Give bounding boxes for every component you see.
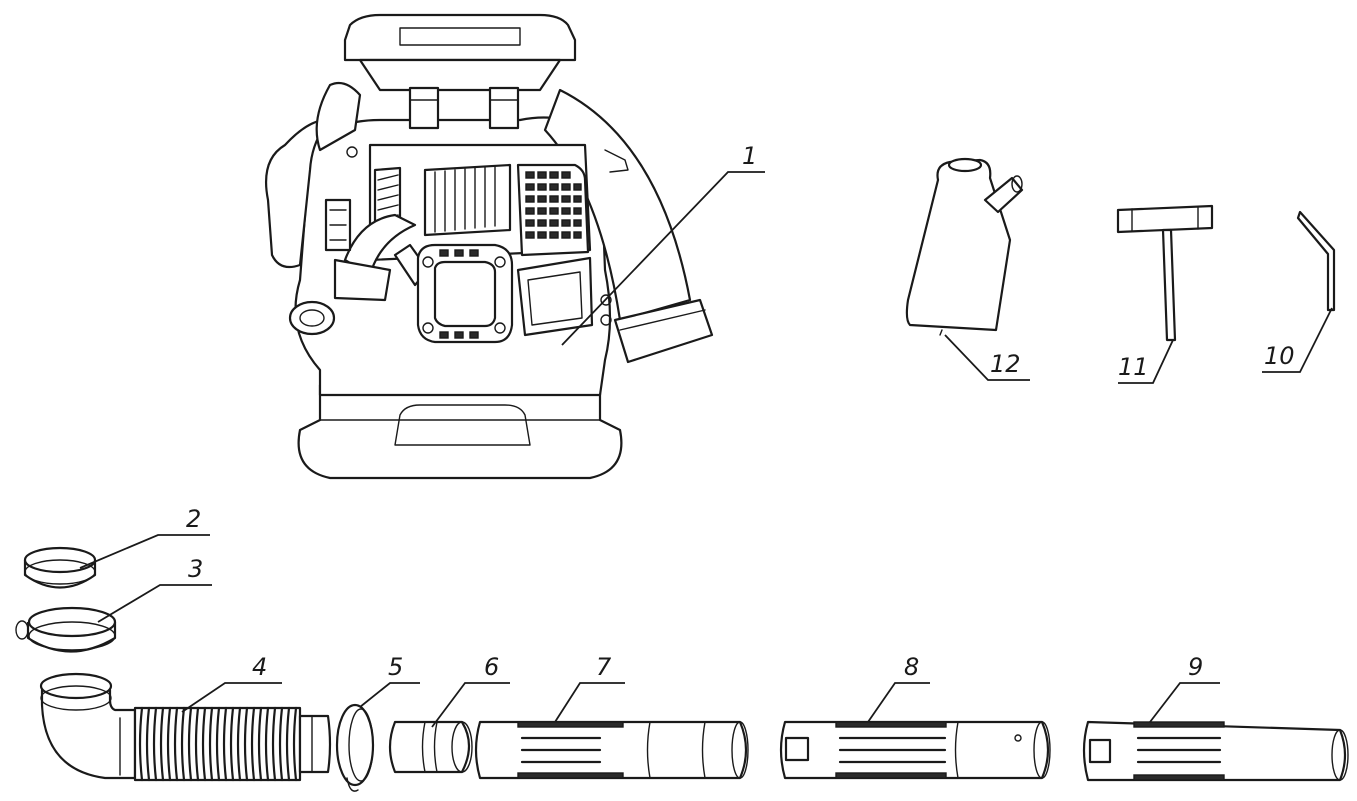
part-3-clamp (15, 606, 117, 653)
part-6-coupling (388, 720, 473, 774)
callout-1: 1 (742, 142, 757, 170)
part-10-hex-key (1296, 210, 1336, 312)
leader-lines (79, 171, 1333, 728)
callout-labels: 1 2 3 4 5 6 7 8 9 10 11 12 (186, 142, 1295, 681)
part-9-nozzle (1082, 720, 1349, 782)
callout-8: 8 (904, 653, 919, 681)
callout-6: 6 (484, 653, 499, 681)
callout-3: 3 (188, 555, 203, 583)
callout-12: 12 (990, 350, 1021, 378)
callout-7: 7 (596, 653, 612, 681)
part-5-clamp-ring (335, 703, 375, 792)
callout-11: 11 (1118, 353, 1149, 381)
callout-4: 4 (252, 653, 267, 681)
part-8-tube (779, 720, 1051, 780)
part-11-t-wrench (1116, 204, 1214, 342)
part-2-ring (23, 546, 97, 589)
callout-5: 5 (388, 653, 403, 681)
part-7-tube (474, 720, 749, 780)
part-12-fuel-bottle (905, 157, 1024, 336)
part-1-blower-unit (264, 13, 714, 480)
part-4-flex-hose (39, 672, 332, 782)
callout-2: 2 (186, 505, 201, 533)
callout-9: 9 (1188, 653, 1203, 681)
callout-10: 10 (1264, 342, 1295, 370)
